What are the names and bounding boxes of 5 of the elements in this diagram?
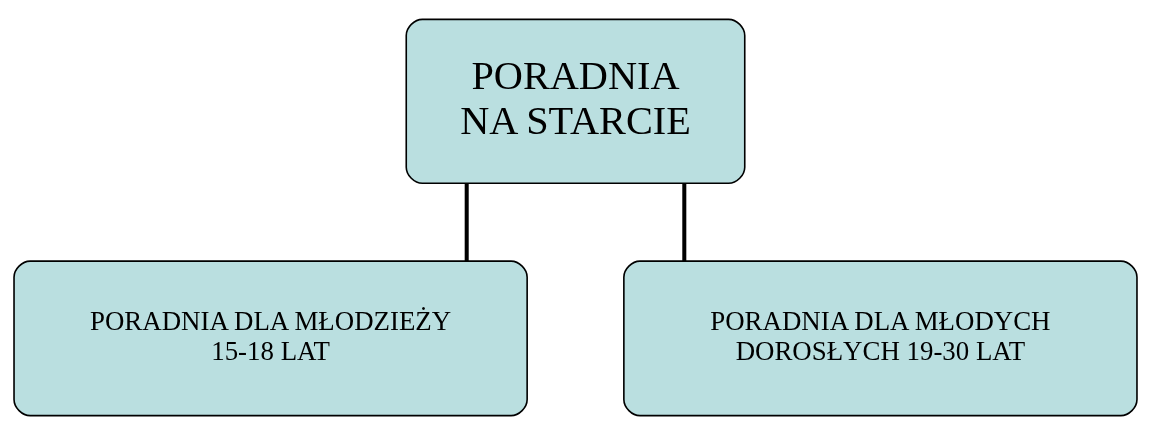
node-box: PORADNIA DLA MŁODYCH DOROSŁYCH 19-30 LAT xyxy=(623,259,1138,416)
connector xyxy=(464,183,469,261)
connector xyxy=(682,183,687,261)
node-box: PORADNIA DLA MŁODZIEŻY 15-18 LAT xyxy=(13,259,528,416)
node-box: PORADNIA NA STARCIE xyxy=(405,18,746,184)
